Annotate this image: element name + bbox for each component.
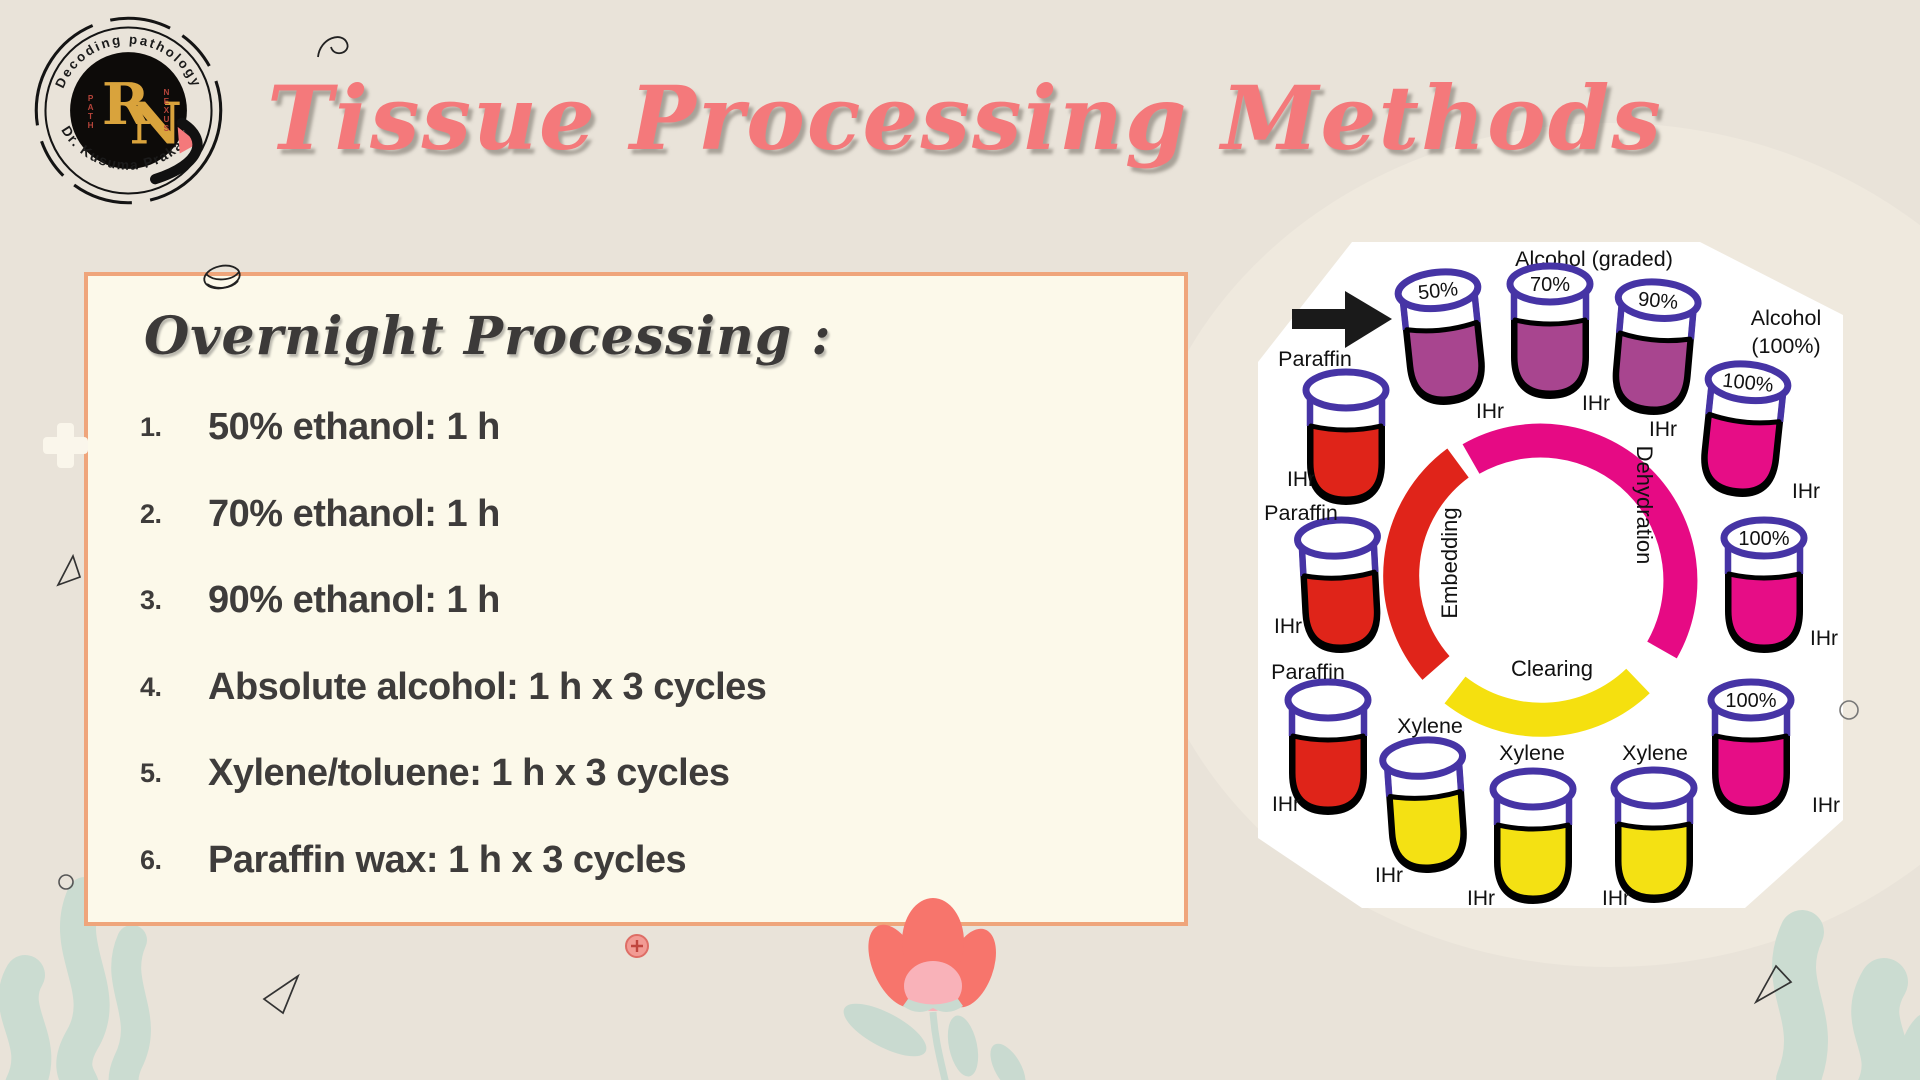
step-number: 4. — [140, 671, 162, 702]
leaf-decoration — [1772, 910, 1920, 1080]
process-step-6: 6. Paraffin wax: 1 h x 3 cycles — [140, 817, 687, 904]
logo: Decoding pathology Dr. Kusuma Prakash R … — [34, 16, 223, 205]
logo-monogram-r: R — [102, 70, 151, 138]
logo-vertical-path: PATH — [86, 94, 95, 130]
process-list: 1. 50% ethanol: 1 h 2. 70% ethanol: 1 h 3. 90… — [88, 276, 1184, 922]
step-number: 1. — [140, 412, 162, 442]
process-step-5: 5. Xylene/toluene: 1 h x 3 cycles — [140, 730, 730, 817]
step-text: 70% ethanol: 1 h — [208, 492, 500, 535]
step-text: 50% ethanol: 1 h — [208, 406, 500, 448]
background-blob — [1135, 123, 1920, 967]
logo-accent — [177, 126, 199, 154]
logo-disc — [70, 52, 187, 169]
panel-heading: Overnight Processing : — [144, 306, 832, 367]
process-step-4: 4. Absolute alcohol: 1 h x 3 cycles — [140, 644, 767, 731]
step-number: 6. — [140, 845, 162, 875]
page-title: Tissue Processing Methods — [267, 66, 1663, 170]
step-text: Absolute alcohol: 1 h x 3 cycles — [208, 665, 767, 708]
process-step-2: 2. 70% ethanol: 1 h — [140, 471, 500, 558]
logo-inner-ring — [44, 26, 213, 195]
logo-monogram-n: N — [130, 89, 182, 157]
logo-vertical-nexus: NEXUS — [162, 88, 171, 133]
step-number: 3. — [140, 585, 162, 616]
logo-brush-swoosh — [150, 117, 203, 185]
step-text: Paraffin wax: 1 h x 3 cycles — [208, 839, 687, 881]
step-number: 5. — [140, 758, 162, 789]
step-text: 90% ethanol: 1 h — [208, 579, 500, 622]
step-text: Xylene/toluene: 1 h x 3 cycles — [208, 752, 730, 795]
logo-outer-ring — [34, 16, 223, 205]
step-number: 2. — [140, 498, 162, 529]
process-step-3: 3. 90% ethanol: 1 h — [140, 557, 500, 644]
overnight-processing-panel: Overnight Processing : 1. 50% ethanol: 1 … — [84, 272, 1188, 926]
process-step-1: 1. 50% ethanol: 1 h — [140, 384, 500, 471]
